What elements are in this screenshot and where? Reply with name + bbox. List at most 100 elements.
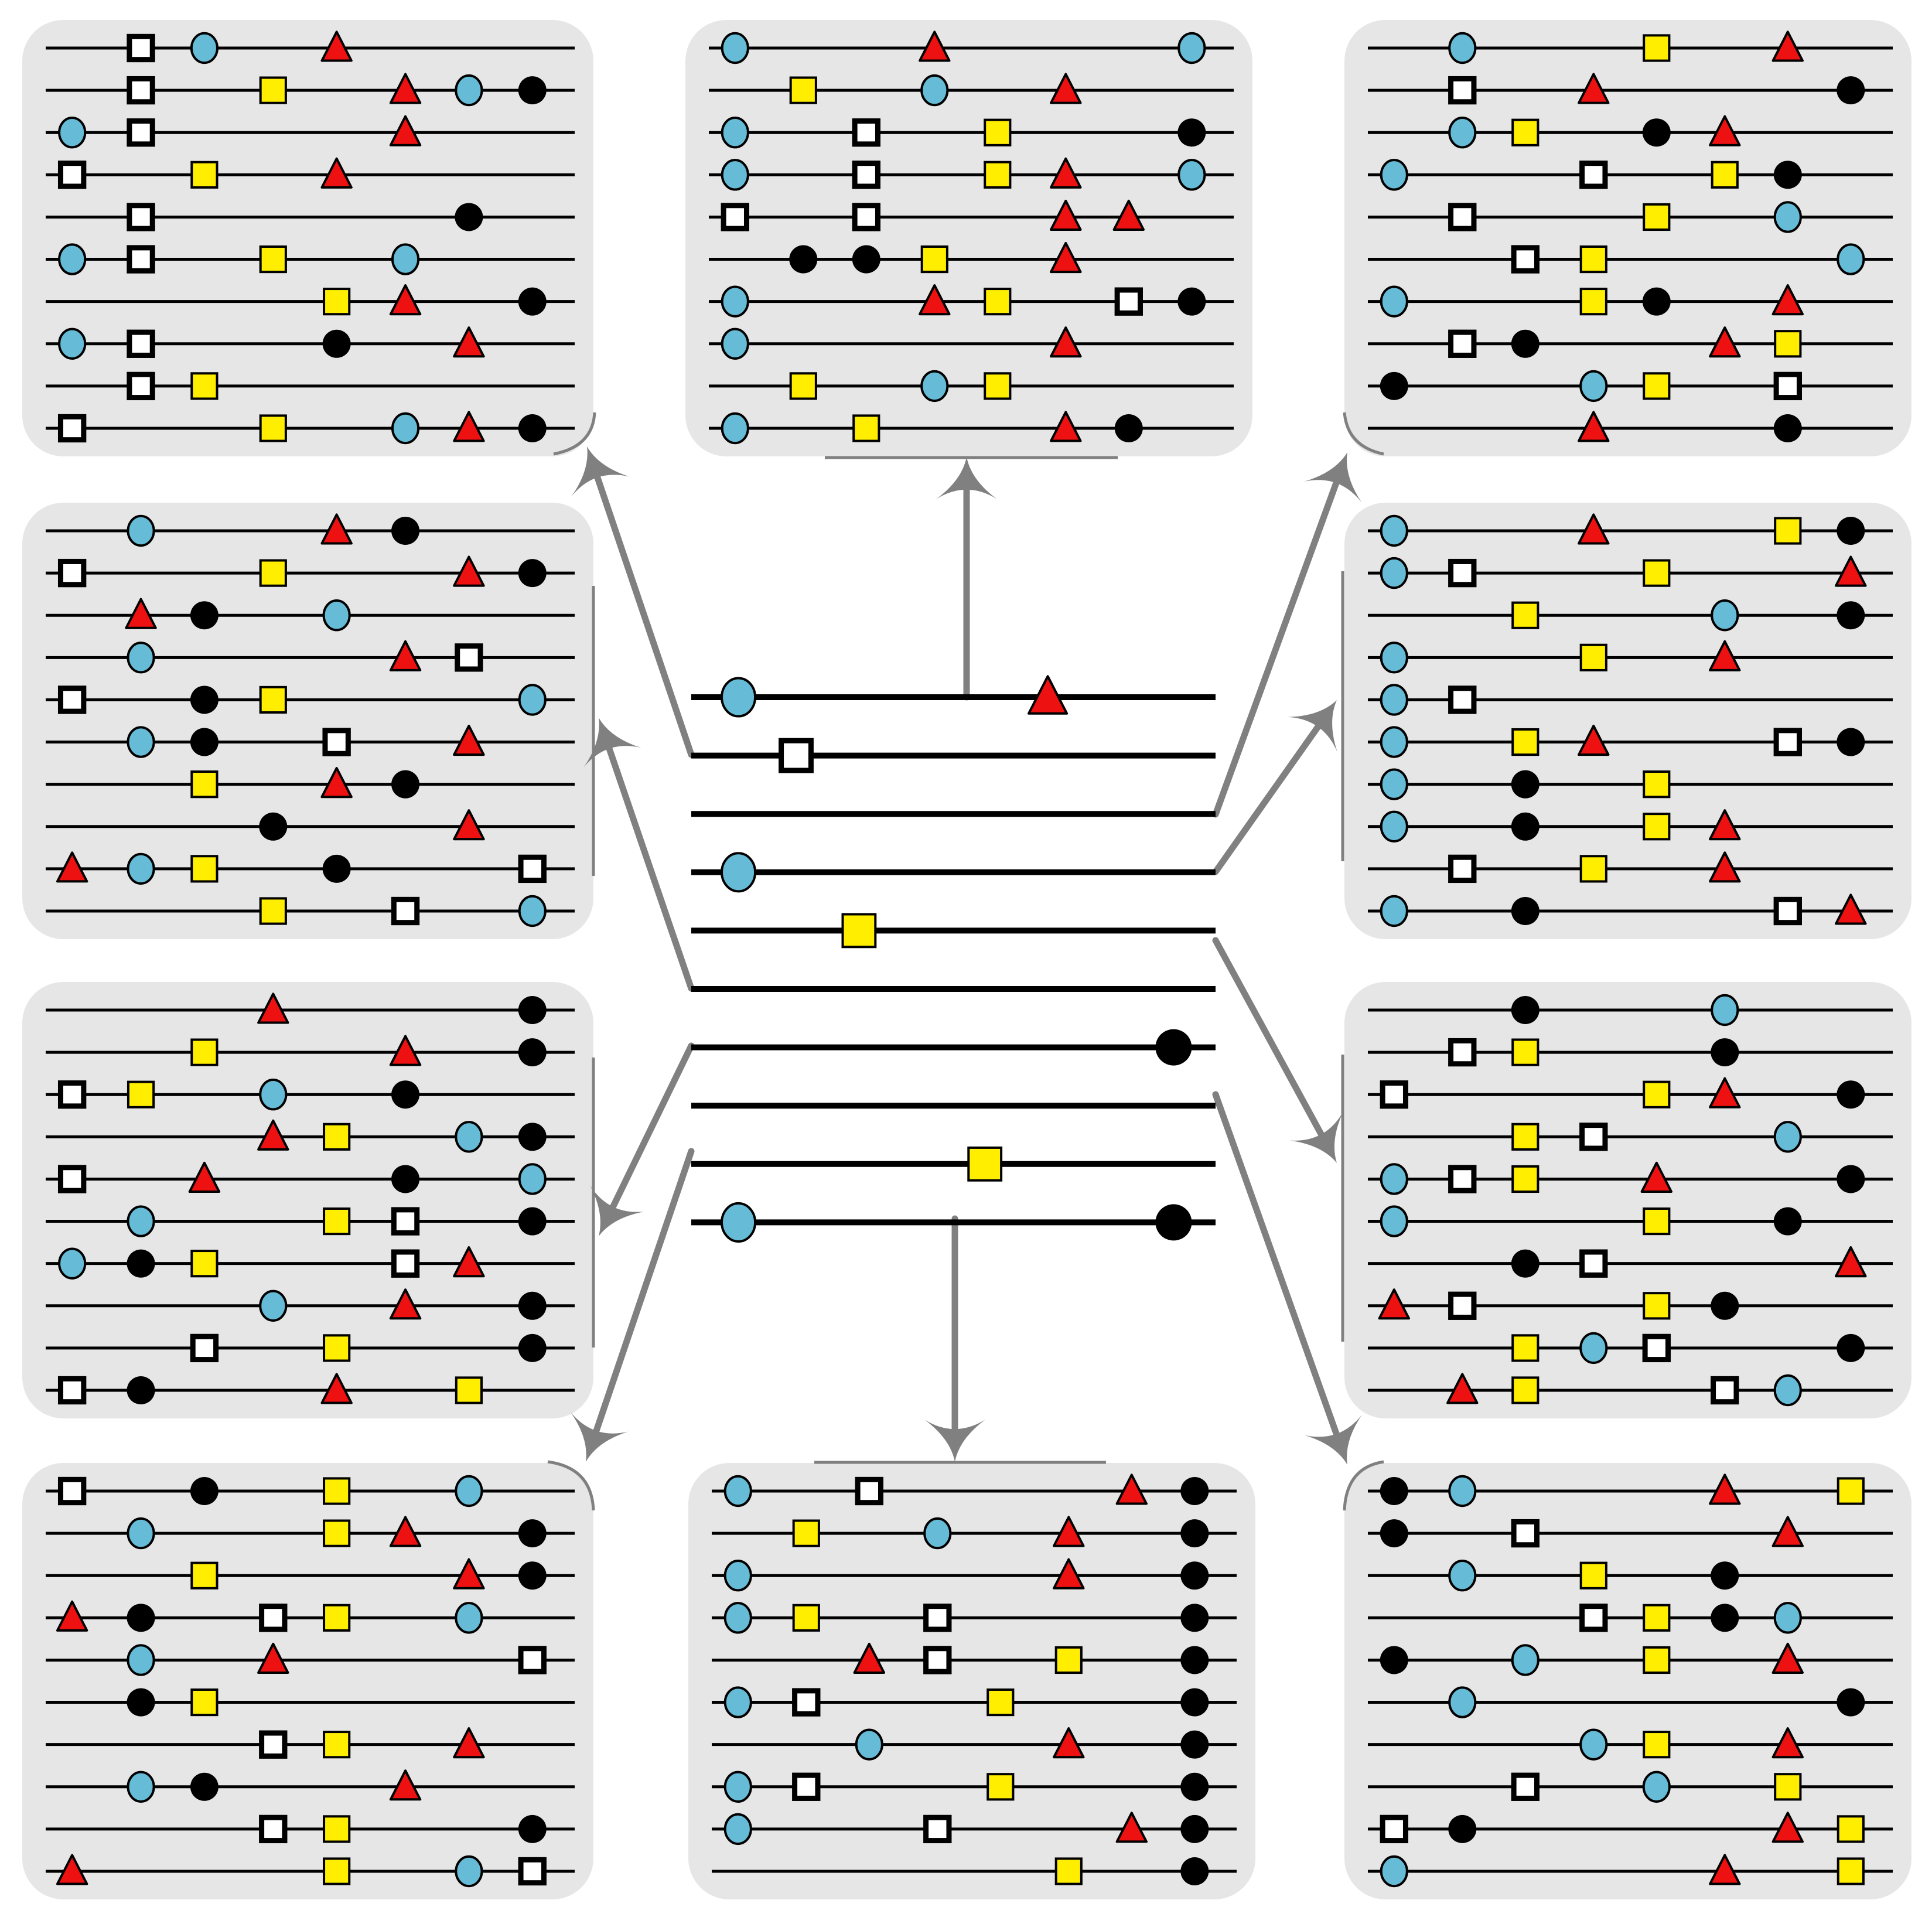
sequence-row <box>1368 809 1893 842</box>
black-dot-marker <box>1180 1814 1209 1843</box>
open-square-marker <box>391 1207 420 1236</box>
yellow-square-marker <box>1837 1857 1865 1885</box>
red-triangle-marker <box>389 1288 422 1320</box>
red-triangle-marker <box>1053 1727 1085 1759</box>
sequence-row <box>46 809 575 841</box>
sequence-row <box>1368 201 1893 233</box>
open-square-marker <box>127 33 155 63</box>
center-row <box>691 1029 1216 1066</box>
black-dot-marker <box>1837 1688 1865 1717</box>
yellow-square-marker <box>323 1815 351 1843</box>
open-square-marker <box>779 738 814 773</box>
black-dot-marker <box>190 1772 219 1801</box>
black-dot-marker <box>1511 1249 1540 1278</box>
blue-circle-marker <box>1380 810 1408 842</box>
blue-circle-marker <box>1448 1475 1477 1507</box>
black-dot-marker <box>1380 1646 1408 1674</box>
yellow-square-marker <box>1643 203 1671 231</box>
panel-middle-left-upper <box>22 503 593 939</box>
blue-circle-marker <box>721 1202 757 1243</box>
sequence-row <box>1368 684 1893 716</box>
yellow-square-marker <box>259 559 287 587</box>
red-triangle-marker <box>1771 1727 1804 1759</box>
sequence-row <box>1368 513 1893 547</box>
red-triangle-marker <box>1053 1558 1085 1589</box>
sequence-row <box>1368 640 1893 674</box>
arrows-layer <box>547 412 1384 1511</box>
sequence-row <box>46 895 575 927</box>
red-triangle-marker <box>320 767 353 799</box>
blue-circle-marker <box>127 726 155 758</box>
yellow-square-marker <box>190 855 219 883</box>
panel-top-left <box>22 20 593 456</box>
open-square-marker <box>259 1730 288 1759</box>
yellow-square-marker <box>323 1207 351 1236</box>
sequence-row <box>1368 411 1893 442</box>
open-square-marker <box>792 1772 821 1801</box>
blue-circle-marker <box>920 74 949 107</box>
panel-background <box>1344 1463 1911 1899</box>
sequence-row <box>712 1857 1237 1885</box>
bracket-top-right <box>1343 412 1384 456</box>
black-dot-marker <box>1837 1165 1865 1193</box>
yellow-square-marker <box>789 76 817 104</box>
black-dot-marker <box>1837 728 1865 756</box>
black-dot-marker <box>127 1688 155 1717</box>
blue-circle-marker <box>58 117 87 149</box>
sequence-row <box>46 371 575 401</box>
open-square-marker <box>1448 685 1477 714</box>
yellow-square-marker <box>323 1857 351 1885</box>
sequence-row <box>46 851 575 885</box>
open-square-marker <box>57 414 87 443</box>
sequence-row <box>46 1558 575 1590</box>
yellow-square-marker <box>1774 517 1802 545</box>
yellow-square-marker <box>259 245 287 274</box>
open-square-marker <box>1448 1165 1477 1193</box>
sequence-row <box>1368 1038 1893 1067</box>
red-triangle-marker <box>389 1516 422 1547</box>
black-dot-marker <box>1114 414 1143 442</box>
yellow-square-marker <box>984 161 1012 189</box>
blue-circle-marker <box>721 412 749 445</box>
sequence-row <box>712 1558 1237 1592</box>
blue-circle-marker <box>1773 201 1802 233</box>
open-square-marker <box>1448 203 1477 231</box>
sequence-row <box>712 1642 1237 1674</box>
blue-circle-marker <box>721 677 757 718</box>
black-dot-marker <box>391 517 420 545</box>
red-triangle-marker <box>125 598 157 629</box>
sequence-row <box>46 1854 575 1888</box>
blue-circle-marker <box>1380 1855 1408 1888</box>
yellow-square-marker <box>190 161 219 189</box>
sequence-row <box>46 115 575 149</box>
yellow-square-marker <box>1643 1731 1671 1759</box>
black-dot-marker <box>518 1123 547 1151</box>
red-triangle-marker <box>389 284 422 316</box>
sequence-row <box>46 1246 575 1280</box>
red-triangle-marker <box>1835 893 1867 925</box>
sequence-row <box>712 1602 1237 1634</box>
black-dot-marker <box>1837 76 1865 105</box>
blue-circle-marker <box>518 895 547 927</box>
red-triangle-marker <box>1053 1516 1085 1547</box>
blue-circle-marker <box>391 412 420 445</box>
blue-circle-marker <box>1380 726 1408 758</box>
panel-middle-left-lower <box>22 982 593 1418</box>
red-triangle-marker <box>1578 73 1610 104</box>
yellow-square-marker <box>1511 1334 1540 1362</box>
blue-circle-marker <box>1448 1686 1477 1718</box>
black-dot-marker <box>1773 161 1802 189</box>
blue-circle-marker <box>1380 895 1408 927</box>
blue-circle-marker <box>259 1290 288 1322</box>
open-square-marker <box>1511 245 1540 274</box>
yellow-square-marker <box>323 1519 351 1547</box>
red-triangle-marker <box>1709 1473 1741 1505</box>
sequence-row <box>709 241 1234 274</box>
open-square-marker <box>518 1857 547 1886</box>
sequence-row <box>709 73 1234 107</box>
blue-circle-marker <box>127 852 155 885</box>
sequence-row <box>46 30 575 64</box>
panel-background <box>22 503 593 939</box>
open-square-marker <box>1448 558 1477 588</box>
black-dot-marker <box>1177 118 1206 147</box>
